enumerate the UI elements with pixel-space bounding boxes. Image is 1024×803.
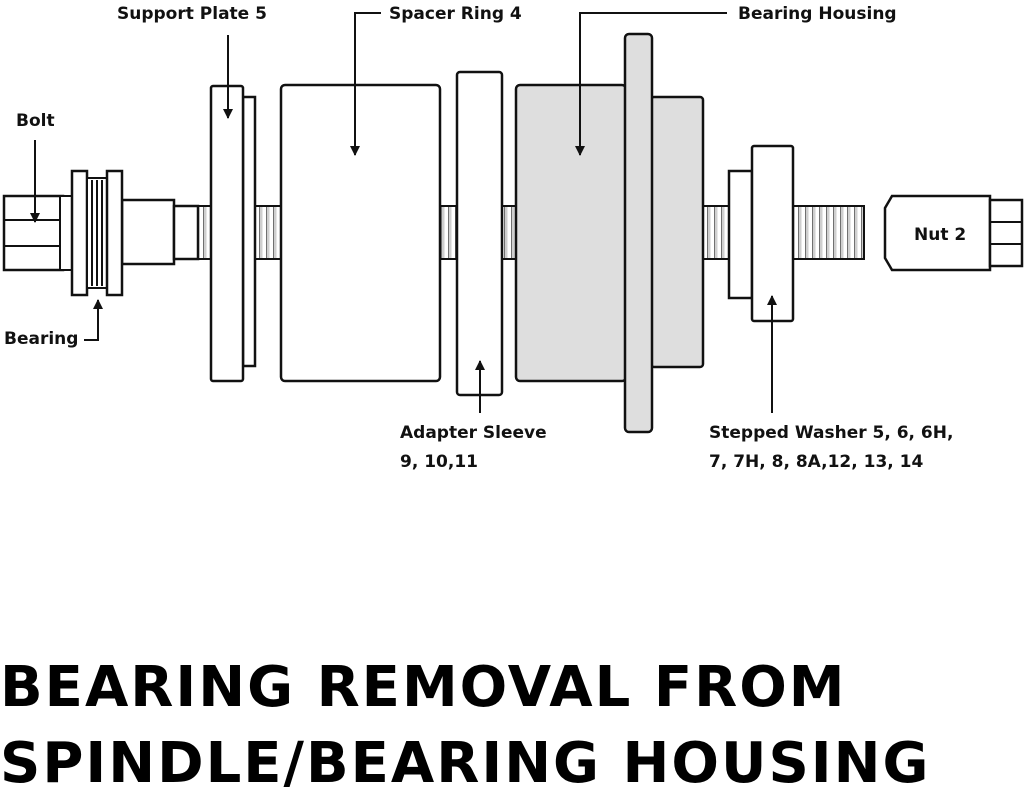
support-plate [209,84,257,383]
adapter-sleeve [455,70,504,397]
label-stepped-washer: Stepped Washer 5, 6, 6H, [709,423,953,443]
leader-arrows [30,12,777,413]
label-bolt: Bolt [16,111,55,131]
spacer-ring-leader [350,12,381,156]
bearing [70,169,124,297]
label-adapter-sleeve: Adapter Sleeve [400,423,547,443]
bearing-housing [514,32,705,434]
label-bearing: Bearing [4,329,78,349]
label-spacer-ring: Spacer Ring 4 [389,4,522,24]
label-adapter-sleeve-sizes: 9, 10,11 [400,452,478,472]
bearing-housing-flange [623,32,654,434]
bearing-housing-leader [575,12,727,156]
page-title-line-1: BEARING REMOVAL FROM [0,655,847,720]
bearing-leader [84,299,103,341]
label-stepped-washer-sizes: 7, 7H, 8, 8A,12, 13, 14 [709,452,923,472]
bolt-hex-head [2,194,65,272]
bearing-removal-diagram: Support Plate 5 Spacer Ring 4 Bearing Ho… [2,4,1024,472]
spacer-ring [279,83,442,383]
page-title-line-2: SPINDLE/BEARING HOUSING [0,731,931,796]
label-nut: Nut 2 [914,225,966,245]
label-support-plate: Support Plate 5 [117,4,267,24]
stepped-washer [727,144,795,323]
bolt [2,194,200,272]
nut [883,194,1024,272]
bolt-shank [120,198,176,266]
label-bearing-housing: Bearing Housing [738,4,897,24]
